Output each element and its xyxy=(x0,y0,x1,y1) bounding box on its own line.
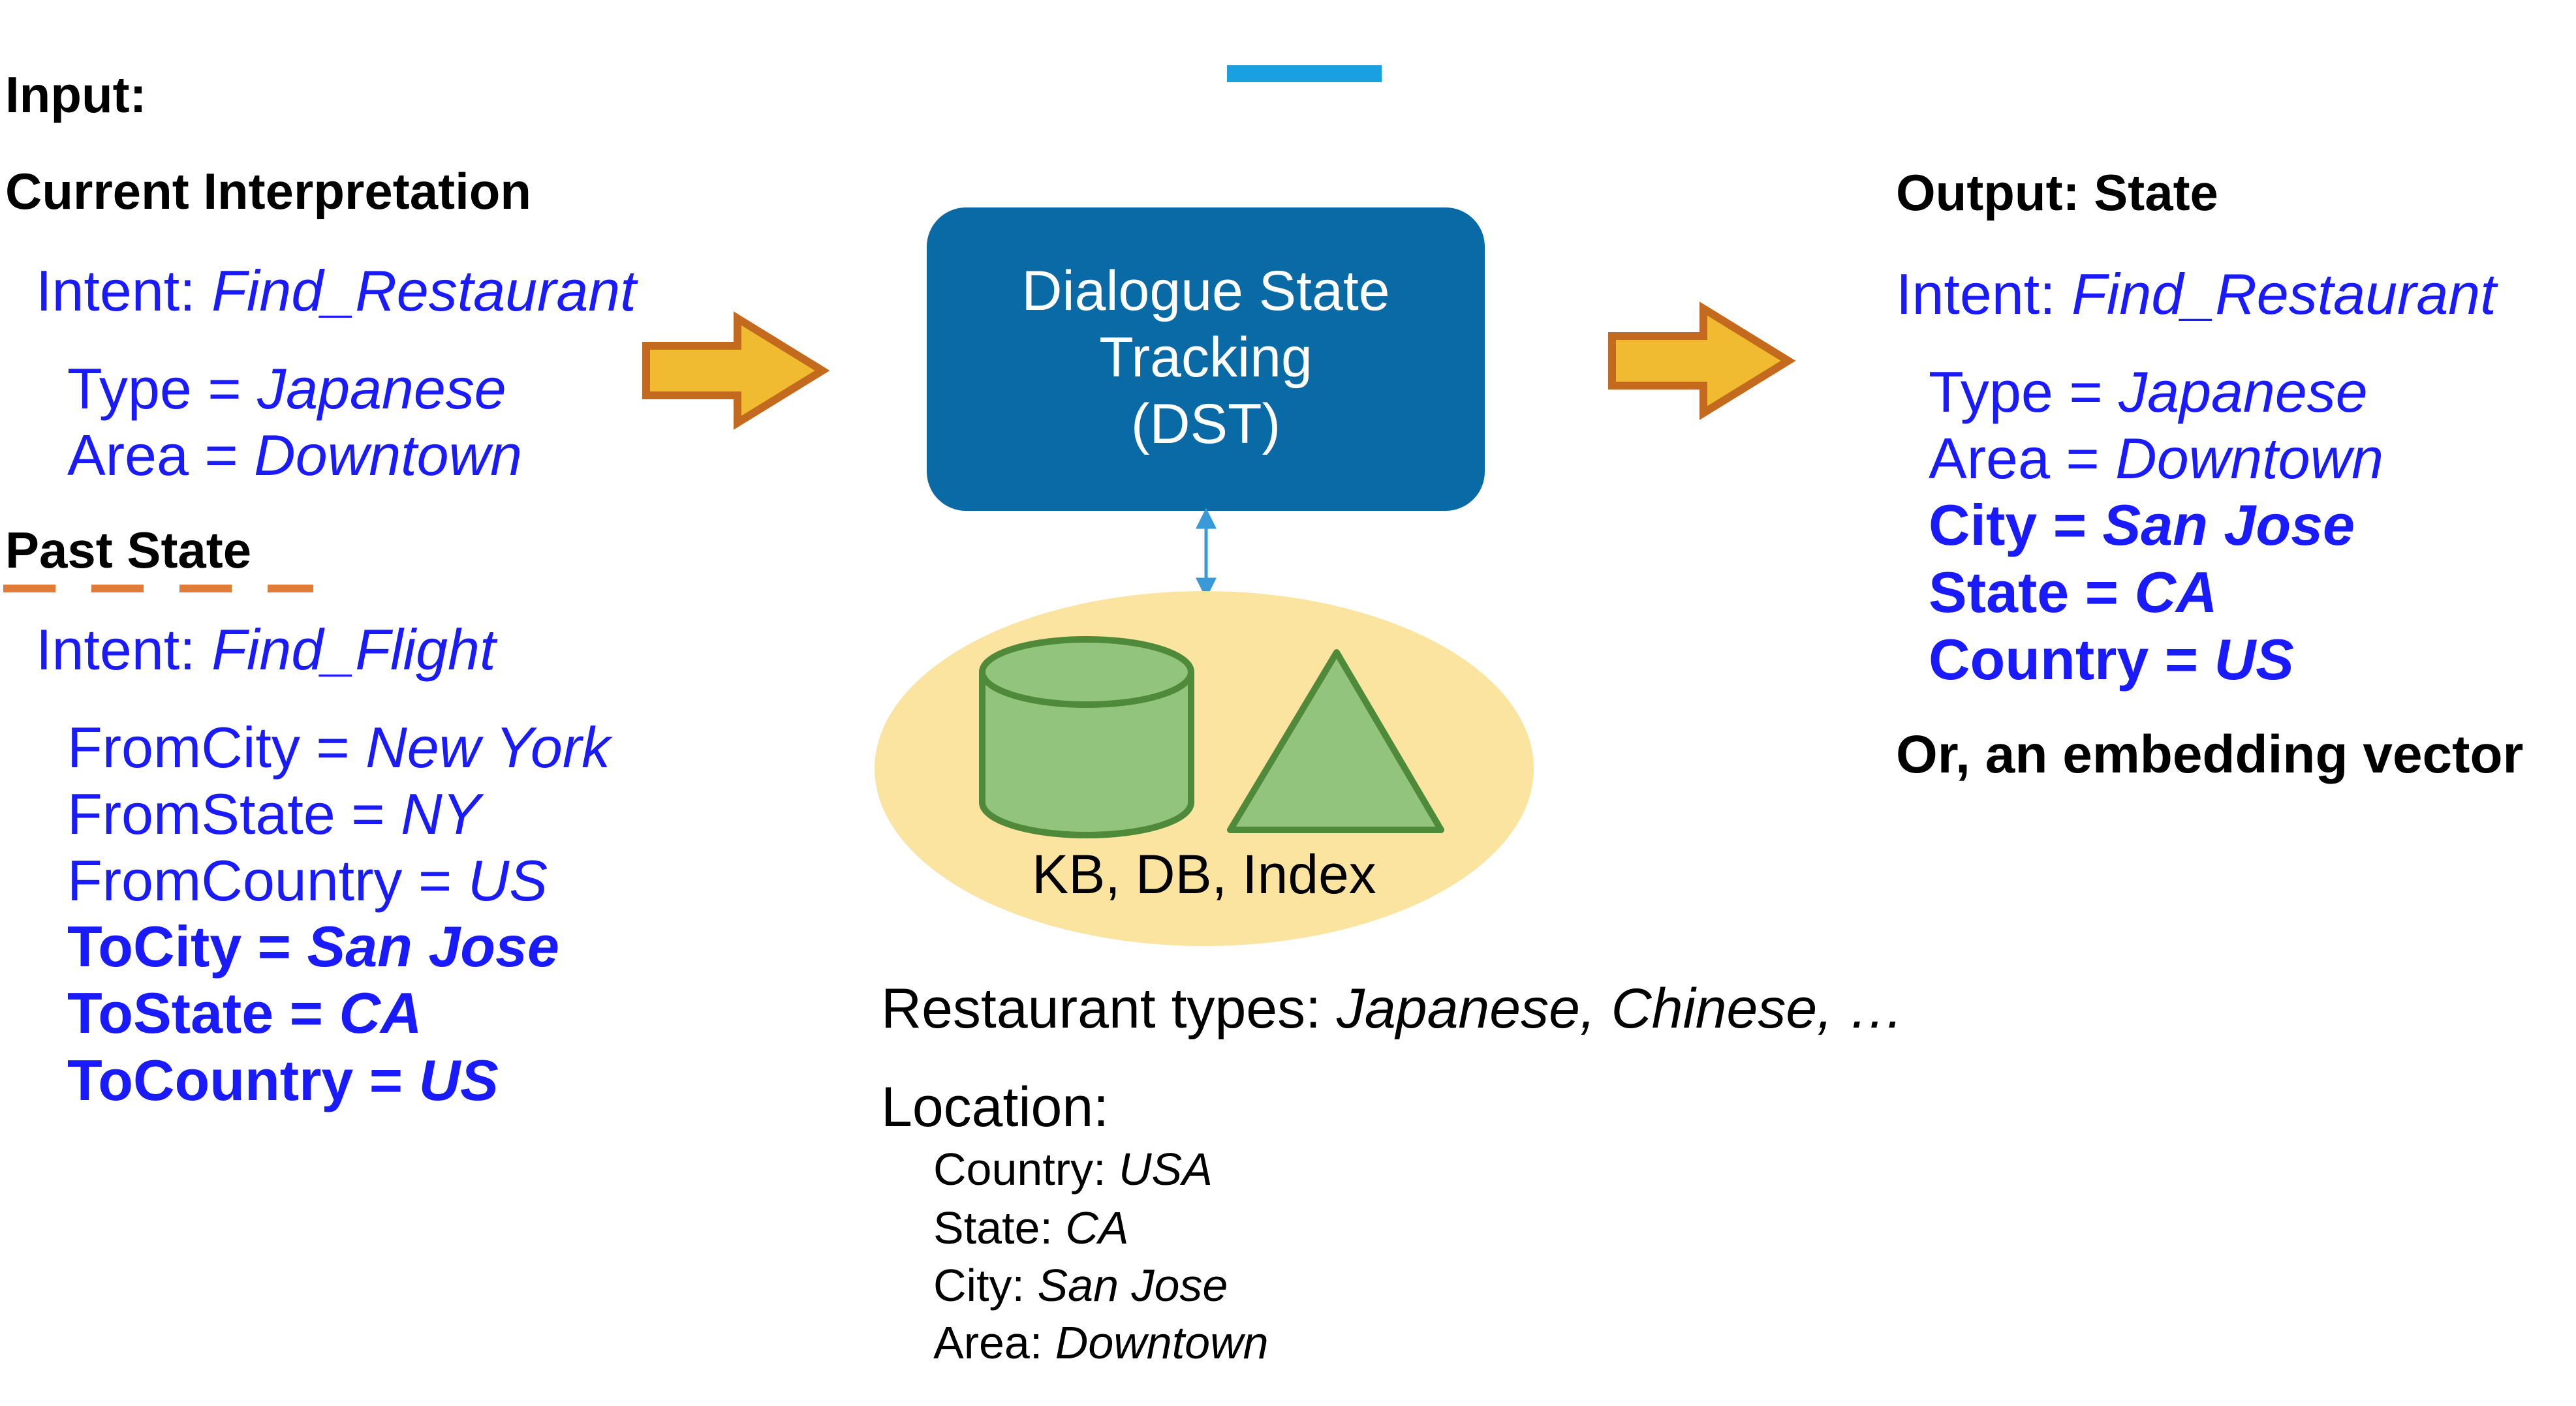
location-city: City: San Jose xyxy=(933,1259,1228,1311)
past-state-heading: Past State xyxy=(5,521,252,579)
slot-name: Area = xyxy=(1929,426,2116,491)
slot-name: FromCity = xyxy=(67,715,366,780)
slot-value: NY xyxy=(401,782,481,846)
input-title: Input: xyxy=(5,66,147,123)
index-triangle-icon xyxy=(1227,649,1444,833)
past-slot-tocountry: ToCountry = US xyxy=(67,1047,499,1114)
slot-value: CA xyxy=(339,981,422,1045)
slot-name: Type = xyxy=(67,356,258,421)
database-cylinder-icon xyxy=(979,636,1194,838)
current-intent-value: Find_Restaurant xyxy=(211,258,636,323)
current-intent-label: Intent: xyxy=(36,258,212,323)
location-value: USA xyxy=(1119,1144,1213,1195)
slot-value: Downtown xyxy=(2115,426,2384,491)
output-intent: Intent: Find_Restaurant xyxy=(1896,261,2496,328)
output-slot-city: City = San Jose xyxy=(1929,492,2355,558)
past-slot-fromstate: FromState = NY xyxy=(67,781,480,848)
slot-value: Japanese xyxy=(257,356,506,421)
location-area: Area: Downtown xyxy=(933,1317,1269,1369)
slot-name: City = xyxy=(1929,493,2103,557)
slot-value: New York xyxy=(365,715,611,780)
dst-line-3: (DST) xyxy=(1130,393,1281,455)
slot-name: ToState = xyxy=(67,981,339,1045)
slot-value: US xyxy=(2214,627,2294,692)
past-intent: Intent: Find_Flight xyxy=(36,617,495,683)
input-arrow xyxy=(642,311,830,430)
dst-line-2: Tracking xyxy=(1099,326,1312,389)
output-slot-state: State = CA xyxy=(1929,559,2218,626)
slot-value: CA xyxy=(2134,560,2218,624)
slot-name: Type = xyxy=(1929,359,2119,424)
dst-box xyxy=(927,207,1485,511)
restaurant-types-values: Japanese, Chinese, … xyxy=(1336,977,1904,1040)
dst-line-1: Dialogue State xyxy=(1021,260,1390,322)
restaurant-types: Restaurant types: Japanese, Chinese, … xyxy=(881,977,1904,1041)
location-value: CA xyxy=(1065,1202,1129,1253)
slot-name: ToCountry = xyxy=(67,1048,419,1112)
past-slot-tocity: ToCity = San Jose xyxy=(67,913,559,980)
past-slot-fromcountry: FromCountry = US xyxy=(67,848,548,914)
slot-value: San Jose xyxy=(2102,493,2355,557)
output-intent-value: Find_Restaurant xyxy=(2072,262,2496,326)
current-intent: Intent: Find_Restaurant xyxy=(36,258,636,324)
output-intent-label: Intent: xyxy=(1896,262,2072,326)
output-heading: Output: State xyxy=(1896,164,2218,221)
past-intent-value: Find_Flight xyxy=(211,617,496,682)
output-slot-area: Area = Downtown xyxy=(1929,425,2383,492)
location-name: State: xyxy=(933,1202,1066,1253)
current-interpretation-heading: Current Interpretation xyxy=(5,162,532,220)
slot-value: San Jose xyxy=(307,914,559,979)
slot-value: Downtown xyxy=(254,423,523,487)
slot-name: Country = xyxy=(1929,627,2214,692)
current-slot-type: Type = Japanese xyxy=(67,356,506,422)
location-name: Area: xyxy=(933,1317,1055,1368)
location-value: San Jose xyxy=(1037,1260,1228,1311)
output-slot-type: Type = Japanese xyxy=(1929,359,2368,425)
location-name: Country: xyxy=(933,1144,1119,1195)
output-arrow xyxy=(1608,301,1796,420)
slot-name: FromCountry = xyxy=(67,848,468,913)
past-slot-tostate: ToState = CA xyxy=(67,980,422,1047)
slot-value: US xyxy=(418,1048,499,1112)
location-country: Country: USA xyxy=(933,1143,1213,1195)
location-value: Downtown xyxy=(1055,1317,1269,1368)
restaurant-types-label: Restaurant types: xyxy=(881,977,1337,1040)
dst-label: Dialogue State Tracking (DST) xyxy=(927,258,1485,457)
slot-value: Japanese xyxy=(2118,359,2368,424)
past-slot-fromcity: FromCity = New York xyxy=(67,714,610,781)
output-slot-country: Country = US xyxy=(1929,626,2294,693)
dst-kb-connector xyxy=(1195,508,1217,599)
current-slot-area: Area = Downtown xyxy=(67,422,522,489)
location-heading: Location: xyxy=(881,1076,1110,1139)
kb-label: KB, DB, Index xyxy=(1032,844,1376,905)
output-alternative: Or, an embedding vector xyxy=(1896,725,2524,784)
slot-name: State = xyxy=(1929,560,2135,624)
location-state: State: CA xyxy=(933,1202,1129,1254)
past-intent-label: Intent: xyxy=(36,617,212,682)
slot-name: FromState = xyxy=(67,782,401,846)
slot-value: US xyxy=(467,848,548,913)
location-name: City: xyxy=(933,1260,1038,1311)
accent-bar xyxy=(1227,65,1382,82)
slot-name: Area = xyxy=(67,423,255,487)
slot-name: ToCity = xyxy=(67,914,307,979)
